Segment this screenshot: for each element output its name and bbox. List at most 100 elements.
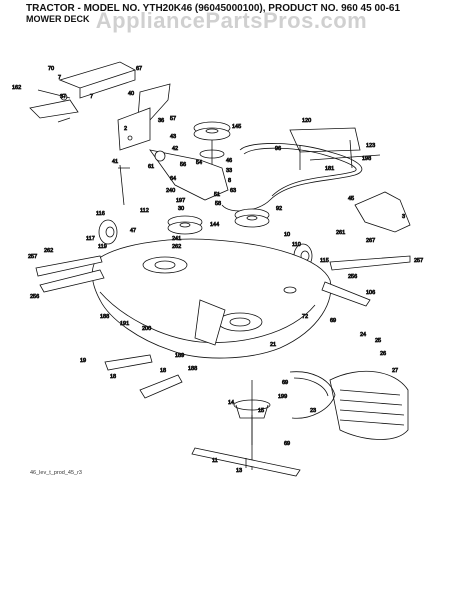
tube-bracket <box>289 127 381 170</box>
callout-15: 15 <box>258 408 264 414</box>
callout-191: 191 <box>120 321 129 327</box>
lift-bracket-assembly <box>29 61 137 123</box>
left-pulley <box>167 215 203 235</box>
callout-23: 23 <box>310 408 316 414</box>
callout-3: 3 <box>402 214 405 220</box>
callout-257b: 257 <box>414 258 423 264</box>
callout-116: 116 <box>96 211 105 217</box>
callout-56: 56 <box>180 162 186 168</box>
callout-18b: 18 <box>160 368 166 374</box>
callout-24: 24 <box>360 332 366 338</box>
callout-198: 198 <box>362 156 371 162</box>
callout-54: 54 <box>196 160 202 166</box>
callout-7: 7 <box>58 75 61 81</box>
callout-162: 162 <box>12 85 21 91</box>
callout-200: 200 <box>142 326 151 332</box>
callout-45: 45 <box>348 196 354 202</box>
right-pulley <box>234 208 270 228</box>
callout-7b: 7 <box>90 94 93 100</box>
callout-69: 69 <box>330 318 336 324</box>
chute-deflector <box>289 371 336 419</box>
callout-106: 106 <box>366 290 375 296</box>
callout-197: 197 <box>176 198 185 204</box>
blade-spindle <box>233 380 271 470</box>
callout-40: 40 <box>128 91 134 97</box>
callout-120: 120 <box>302 118 311 124</box>
callout-51: 51 <box>214 192 220 198</box>
callout-27: 27 <box>392 368 398 374</box>
callout-256: 256 <box>30 294 39 300</box>
callout-144: 144 <box>210 222 219 228</box>
mower-blade <box>191 447 301 477</box>
callout-145: 145 <box>232 124 241 130</box>
callout-262: 262 <box>44 248 53 254</box>
callout-117: 117 <box>86 236 95 242</box>
diagram-code: 46_lev_t_prod_45_r3 <box>30 470 82 476</box>
callout-188b: 188 <box>188 366 197 372</box>
callout-92: 92 <box>276 206 282 212</box>
callout-240: 240 <box>166 188 175 194</box>
front-baffle-right <box>329 255 411 271</box>
callout-256b: 256 <box>348 274 357 280</box>
callout-123: 123 <box>366 143 375 149</box>
belt-guard <box>354 191 411 233</box>
callout-189: 189 <box>175 353 184 359</box>
callout-25: 25 <box>375 338 381 344</box>
front-baffle-left <box>35 255 103 277</box>
callout-188: 188 <box>100 314 109 320</box>
callout-70: 70 <box>48 66 54 72</box>
callout-19: 19 <box>80 358 86 364</box>
callout-41: 41 <box>112 159 118 165</box>
callout-63: 63 <box>230 188 236 194</box>
baffle-lower-left <box>39 269 105 293</box>
callout-69b: 69 <box>282 380 288 386</box>
callout-26: 26 <box>380 351 386 357</box>
mower-deck-housing <box>91 238 332 359</box>
callout-119: 119 <box>98 244 107 250</box>
callout-199: 199 <box>278 394 287 400</box>
idler-bracket <box>117 83 171 151</box>
callout-267: 267 <box>366 238 375 244</box>
baffle-lower-right <box>321 281 371 307</box>
drive-belt <box>221 143 363 212</box>
callout-43: 43 <box>170 134 176 140</box>
callout-18: 18 <box>110 374 116 380</box>
page-subtitle: MOWER DECK <box>26 14 90 24</box>
callout-181: 181 <box>325 166 334 172</box>
callout-14: 14 <box>228 400 234 406</box>
callout-257: 257 <box>28 254 37 260</box>
callout-42: 42 <box>172 146 178 152</box>
page-title: TRACTOR - MODEL NO. YTH20K46 (9604500010… <box>26 3 401 14</box>
callout-2: 2 <box>124 126 127 132</box>
callout-110: 110 <box>292 242 301 248</box>
callout-36: 36 <box>158 118 164 124</box>
callout-37: 37 <box>60 94 66 100</box>
lift-link <box>104 354 183 399</box>
callout-96: 96 <box>275 146 281 152</box>
callout-67: 67 <box>136 66 142 72</box>
callout-261: 261 <box>336 230 345 236</box>
callout-47: 47 <box>130 228 136 234</box>
callout-11: 11 <box>212 458 218 464</box>
gauge-wheel-left <box>98 219 118 245</box>
callout-30: 30 <box>178 206 184 212</box>
callout-112: 112 <box>140 208 149 214</box>
discharge-chute <box>329 370 409 440</box>
callout-46: 46 <box>226 158 232 164</box>
callout-21: 21 <box>270 342 276 348</box>
callout-10: 10 <box>284 232 290 238</box>
callout-33: 33 <box>226 168 232 174</box>
callout-241: 241 <box>172 236 181 242</box>
callout-115: 115 <box>320 258 329 264</box>
callout-72: 72 <box>302 314 308 320</box>
callout-64: 64 <box>170 176 176 182</box>
callout-58: 58 <box>215 201 221 207</box>
callout-61: 61 <box>148 164 154 170</box>
callout-69c: 69 <box>284 441 290 447</box>
callout-13: 13 <box>236 468 242 474</box>
callout-57: 57 <box>170 116 176 122</box>
idler-arm <box>118 149 229 206</box>
callout-262b: 262 <box>172 244 181 250</box>
callout-8: 8 <box>228 178 231 184</box>
